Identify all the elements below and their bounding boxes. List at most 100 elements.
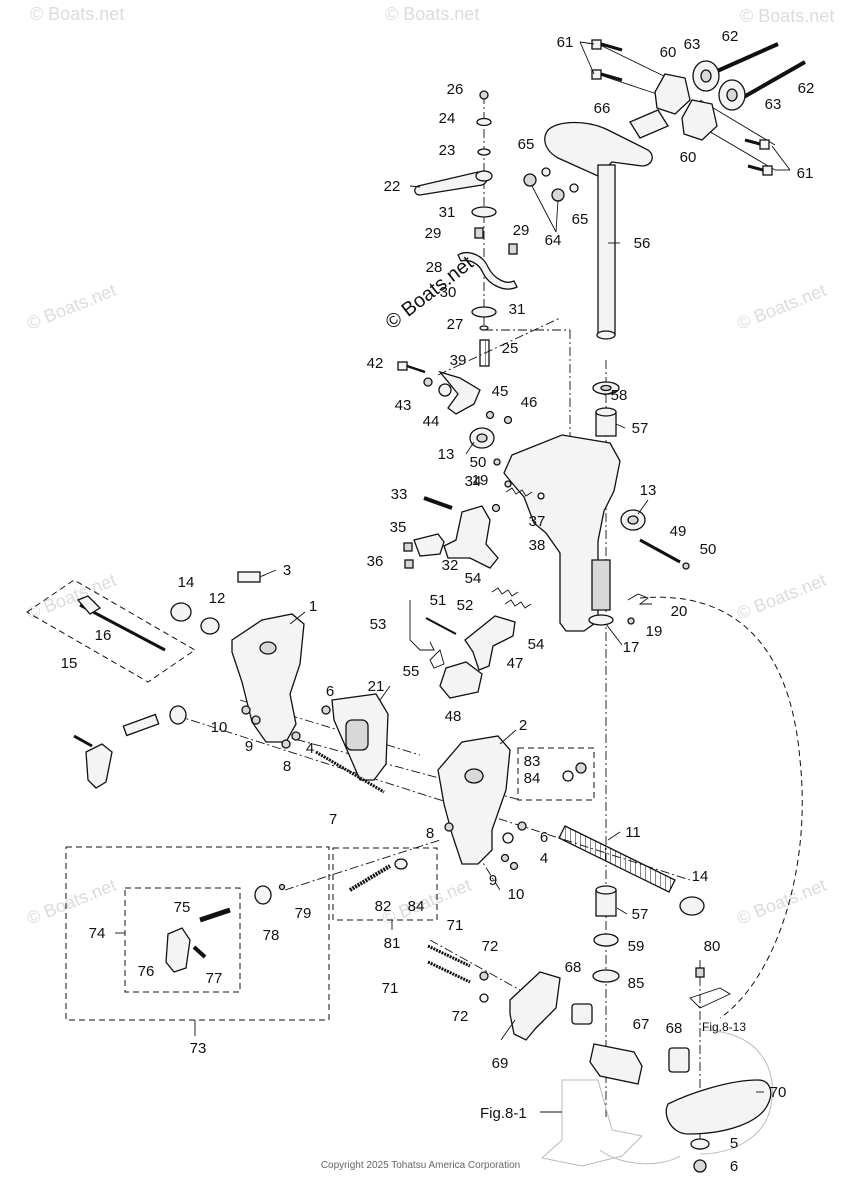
callout-65: 65 bbox=[572, 211, 589, 228]
callout-20: 20 bbox=[671, 603, 688, 620]
callout-7: 7 bbox=[329, 811, 337, 828]
watermark-text: © Boats.net bbox=[734, 280, 829, 334]
callout-32: 32 bbox=[442, 557, 459, 574]
callout-50: 50 bbox=[470, 454, 487, 471]
callout-22: 22 bbox=[384, 178, 401, 195]
callout-42: 42 bbox=[367, 355, 384, 372]
callout-66: 66 bbox=[594, 100, 611, 117]
callout-9: 9 bbox=[245, 738, 253, 755]
callout-8: 8 bbox=[426, 825, 434, 842]
watermark-text: © Boats.net bbox=[24, 570, 119, 624]
callout-81: 81 bbox=[384, 935, 401, 952]
callout-9: 9 bbox=[489, 872, 497, 889]
callout-72: 72 bbox=[452, 1008, 469, 1025]
callout-59: 59 bbox=[628, 938, 645, 955]
callout-79: 79 bbox=[295, 905, 312, 922]
watermark-text: © Boats.net bbox=[734, 570, 829, 624]
callout-6: 6 bbox=[730, 1158, 738, 1175]
callout-63: 63 bbox=[684, 36, 701, 53]
callout-52: 52 bbox=[457, 597, 474, 614]
watermark-text: © Boats.net bbox=[24, 280, 119, 334]
callout-49: 49 bbox=[670, 523, 687, 540]
watermark-text: © Boats.net bbox=[30, 4, 124, 24]
callout-51: 51 bbox=[430, 592, 447, 609]
callout-23: 23 bbox=[439, 142, 456, 159]
callout-6: 6 bbox=[540, 829, 548, 846]
callout-71: 71 bbox=[447, 917, 464, 934]
callout-48: 48 bbox=[445, 708, 462, 725]
callout-16: 16 bbox=[95, 627, 112, 644]
watermark-text: © Boats.net bbox=[385, 4, 479, 24]
callout-72: 72 bbox=[482, 938, 499, 955]
callout-25: 25 bbox=[502, 340, 519, 357]
callout-43: 43 bbox=[395, 397, 412, 414]
callout-12: 12 bbox=[209, 590, 226, 607]
copyright-notice: Copyright 2025 Tohatsu America Corporati… bbox=[320, 1160, 521, 1171]
watermark-text: © Boats.net bbox=[740, 6, 834, 26]
callout-1: 1 bbox=[309, 598, 317, 615]
figure-ref-8-13: Fig.8-13 bbox=[702, 1020, 746, 1034]
callout-47: 47 bbox=[507, 655, 524, 672]
watermark-layer: © Boats.net © Boats.net © Boats.net © Boats… bbox=[24, 4, 834, 929]
callout-4: 4 bbox=[540, 850, 548, 867]
callout-6: 6 bbox=[326, 683, 334, 700]
callout-10: 10 bbox=[508, 886, 525, 903]
callout-8: 8 bbox=[283, 758, 291, 775]
callout-69: 69 bbox=[492, 1055, 509, 1072]
callout-31: 31 bbox=[439, 204, 456, 221]
callout-19: 19 bbox=[472, 472, 489, 489]
callout-13: 13 bbox=[438, 446, 455, 463]
callout-19: 19 bbox=[646, 623, 663, 640]
callout-38: 38 bbox=[529, 537, 546, 554]
callout-13: 13 bbox=[640, 482, 657, 499]
callout-34: 34 bbox=[465, 473, 482, 490]
callout-65: 65 bbox=[518, 136, 535, 153]
callout-11: 11 bbox=[625, 824, 641, 841]
callout-82: 82 bbox=[375, 898, 392, 915]
callout-71: 71 bbox=[382, 980, 399, 997]
callout-62: 62 bbox=[798, 80, 815, 97]
callout-35: 35 bbox=[390, 519, 407, 536]
callout-54: 54 bbox=[528, 636, 545, 653]
callout-64: 64 bbox=[545, 232, 562, 249]
callout-61: 61 bbox=[797, 165, 814, 182]
label-leaders bbox=[115, 41, 791, 1113]
callout-26: 26 bbox=[447, 81, 464, 98]
callout-5: 5 bbox=[730, 1135, 738, 1152]
callout-84: 84 bbox=[408, 898, 425, 915]
callout-60: 60 bbox=[660, 44, 677, 61]
callout-73: 73 bbox=[190, 1040, 207, 1057]
callout-50: 50 bbox=[700, 541, 717, 558]
watermark-text: © Boats.net bbox=[734, 875, 829, 929]
callout-45: 45 bbox=[492, 383, 509, 400]
callout-57: 57 bbox=[632, 420, 649, 437]
callout-29: 29 bbox=[425, 225, 442, 242]
callout-57: 57 bbox=[632, 906, 649, 923]
callout-83: 83 bbox=[524, 753, 541, 770]
parts bbox=[73, 39, 806, 1173]
callout-80: 80 bbox=[704, 938, 721, 955]
callout-14: 14 bbox=[692, 868, 709, 885]
callout-37: 37 bbox=[529, 513, 546, 530]
callout-44: 44 bbox=[423, 413, 440, 430]
callout-14: 14 bbox=[178, 574, 195, 591]
callout-2: 2 bbox=[519, 717, 527, 734]
callout-29: 29 bbox=[513, 222, 530, 239]
callout-17: 17 bbox=[623, 639, 640, 656]
callout-68: 68 bbox=[666, 1020, 683, 1037]
callout-74: 74 bbox=[89, 925, 106, 942]
callout-60: 60 bbox=[680, 149, 697, 166]
callout-30: 30 bbox=[440, 284, 457, 301]
callout-31: 31 bbox=[509, 301, 526, 318]
callout-3: 3 bbox=[283, 562, 291, 579]
callout-84: 84 bbox=[524, 770, 541, 787]
figure-ref-8-1: Fig.8-1 bbox=[480, 1105, 527, 1122]
callout-85: 85 bbox=[628, 975, 645, 992]
callout-75: 75 bbox=[174, 899, 191, 916]
callout-55: 55 bbox=[403, 663, 420, 680]
callout-10: 10 bbox=[211, 719, 228, 736]
callout-62: 62 bbox=[722, 28, 739, 45]
group-boxes bbox=[26, 579, 595, 1021]
